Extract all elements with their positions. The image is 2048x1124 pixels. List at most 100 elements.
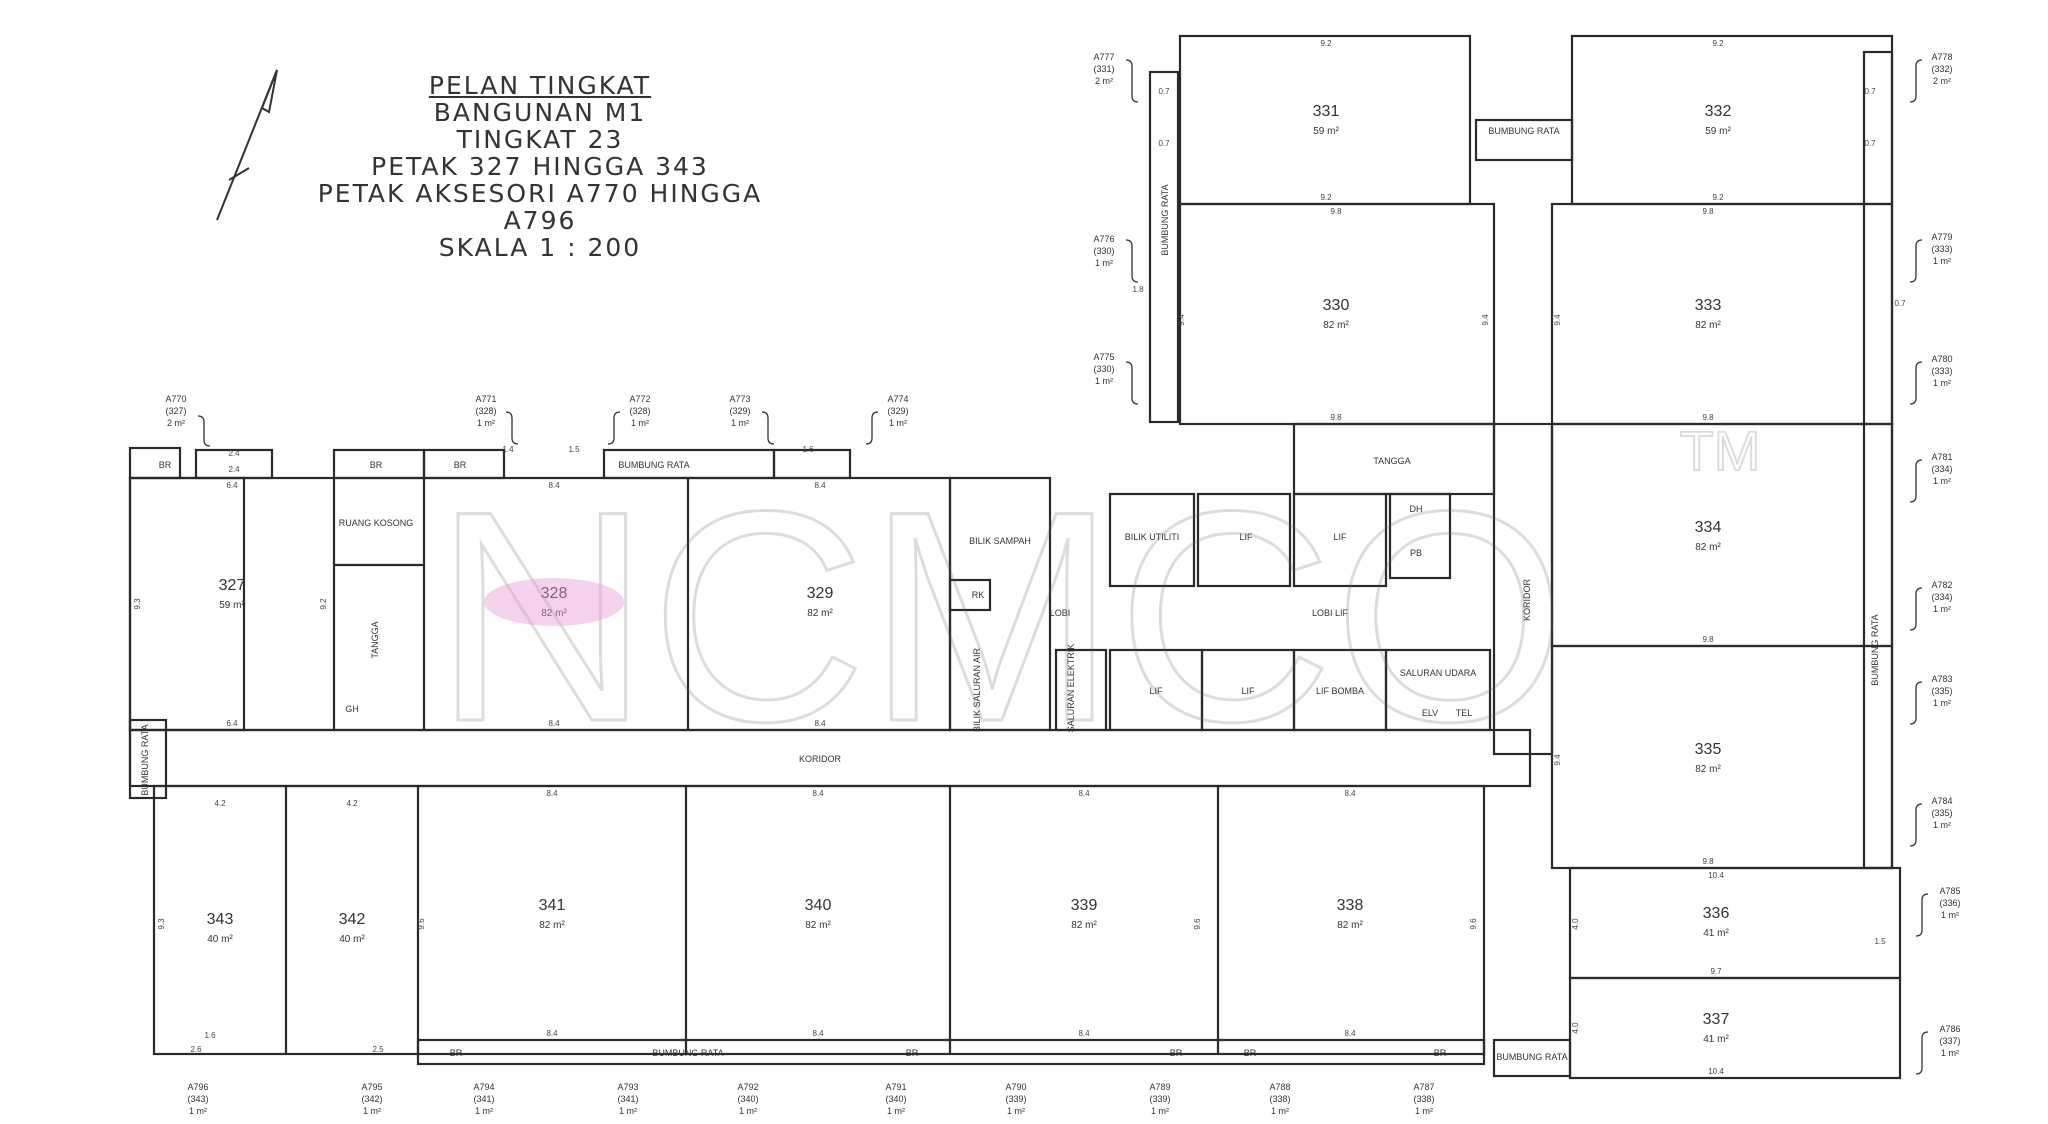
dimension: 0.7 bbox=[1864, 87, 1876, 96]
room-label: PB bbox=[1410, 548, 1422, 558]
unit-number: 342 bbox=[339, 911, 366, 928]
dimension: 1.5 bbox=[568, 445, 580, 454]
unit-area: 82 m² bbox=[1337, 920, 1363, 931]
svg-text:1 m²: 1 m² bbox=[1271, 1106, 1289, 1116]
room-label: BUMBUNG RATA bbox=[1496, 1052, 1567, 1062]
svg-text:1 m²: 1 m² bbox=[1933, 378, 1951, 388]
svg-text:(340): (340) bbox=[737, 1094, 758, 1104]
dimension: 9.7 bbox=[1710, 967, 1722, 976]
dimension: 8.4 bbox=[546, 789, 558, 798]
room-label: LIF bbox=[1239, 532, 1253, 542]
svg-text:1 m²: 1 m² bbox=[619, 1106, 637, 1116]
dimension: 9.4 bbox=[1553, 754, 1562, 766]
north-arrow-icon bbox=[216, 69, 278, 221]
svg-text:(335): (335) bbox=[1931, 686, 1952, 696]
svg-text:A788: A788 bbox=[1269, 1082, 1290, 1092]
svg-text:A780: A780 bbox=[1931, 354, 1952, 364]
svg-text:1 m²: 1 m² bbox=[477, 418, 495, 428]
unit-area: 59 m² bbox=[1705, 126, 1731, 137]
dimension: 9.4 bbox=[1481, 314, 1490, 326]
dimension: 2.5 bbox=[372, 1045, 384, 1054]
svg-text:A790: A790 bbox=[1005, 1082, 1026, 1092]
accessory-tag: A778(332)2 m² bbox=[1931, 52, 1952, 86]
dimension: 9.6 bbox=[1469, 918, 1478, 930]
accessory-tag: A786(337)1 m² bbox=[1939, 1024, 1960, 1058]
room-label: BR bbox=[1434, 1048, 1447, 1058]
room-label: BUMBUNG RATA bbox=[1488, 126, 1559, 136]
highlight-mark bbox=[484, 578, 624, 626]
svg-text:A776: A776 bbox=[1093, 234, 1114, 244]
unit-area: 82 m² bbox=[807, 608, 833, 619]
svg-text:1 m²: 1 m² bbox=[1941, 1048, 1959, 1058]
accessory-tag: A789(339)1 m² bbox=[1149, 1082, 1170, 1116]
svg-text:1 m²: 1 m² bbox=[1941, 910, 1959, 920]
unit-area: 82 m² bbox=[1695, 542, 1721, 553]
dimension: 4.0 bbox=[1571, 918, 1580, 930]
dimension: 8.4 bbox=[812, 789, 824, 798]
unit-number: 333 bbox=[1695, 297, 1722, 314]
svg-text:1 m²: 1 m² bbox=[887, 1106, 905, 1116]
dimension: 9.6 bbox=[417, 918, 426, 930]
accessory-tag: A787(338)1 m² bbox=[1413, 1082, 1434, 1116]
unit-area: 40 m² bbox=[207, 934, 233, 945]
svg-text:A783: A783 bbox=[1931, 674, 1952, 684]
svg-text:A785: A785 bbox=[1939, 886, 1960, 896]
dimension: 0.7 bbox=[1158, 139, 1170, 148]
dimension: 1.5 bbox=[1874, 937, 1886, 946]
svg-text:A779: A779 bbox=[1931, 232, 1952, 242]
svg-text:1 m²: 1 m² bbox=[1933, 604, 1951, 614]
svg-text:(331): (331) bbox=[1093, 64, 1114, 74]
unit-area: 82 m² bbox=[1323, 320, 1349, 331]
accessory-tag: A784(335)1 m² bbox=[1931, 796, 1952, 830]
unit-number: 337 bbox=[1703, 1011, 1730, 1028]
svg-text:A775: A775 bbox=[1093, 352, 1114, 362]
room-label: RUANG KOSONG bbox=[339, 518, 414, 528]
room-label: LIF bbox=[1241, 686, 1255, 696]
room-label: KORIDOR bbox=[799, 754, 842, 764]
room-label: RK bbox=[972, 590, 985, 600]
accessory-tag: A792(340)1 m² bbox=[737, 1082, 758, 1116]
room-label: BR bbox=[906, 1048, 919, 1058]
unit-number: 329 bbox=[807, 585, 834, 602]
unit-number: 343 bbox=[207, 911, 234, 928]
svg-text:1 m²: 1 m² bbox=[363, 1106, 381, 1116]
accessory-labels: A770(327)2 m² A771(328)1 m² A772(328)1 m… bbox=[165, 52, 1960, 1116]
unit-area: 41 m² bbox=[1703, 1034, 1729, 1045]
svg-text:A774: A774 bbox=[887, 394, 908, 404]
dimension: 0.7 bbox=[1894, 299, 1906, 308]
accessory-tag: A795(342)1 m² bbox=[361, 1082, 382, 1116]
title-line: SKALA 1 : 200 bbox=[438, 233, 642, 262]
unit-number: 328 bbox=[541, 585, 568, 602]
unit-number: 331 bbox=[1313, 103, 1340, 120]
dimension: 0.7 bbox=[1158, 87, 1170, 96]
svg-text:(330): (330) bbox=[1093, 246, 1114, 256]
room-label: GH bbox=[345, 704, 359, 714]
room-label: ELV bbox=[1422, 708, 1438, 718]
dimension: 9.2 bbox=[1320, 193, 1332, 202]
room-label: LIF bbox=[1149, 686, 1163, 696]
svg-text:A789: A789 bbox=[1149, 1082, 1170, 1092]
title-line: BANGUNAN M1 bbox=[433, 98, 647, 127]
accessory-tag: A780(333)1 m² bbox=[1931, 354, 1952, 388]
svg-text:A781: A781 bbox=[1931, 452, 1952, 462]
room-label: LOBI bbox=[1050, 608, 1071, 618]
accessory-tag: A796(343)1 m² bbox=[187, 1082, 208, 1116]
svg-text:A773: A773 bbox=[729, 394, 750, 404]
unit-area: 59 m² bbox=[219, 600, 245, 611]
title-line: PELAN TINGKAT bbox=[428, 71, 652, 100]
svg-text:A791: A791 bbox=[885, 1082, 906, 1092]
dimension: 9.2 bbox=[1712, 39, 1724, 48]
unit-area: 40 m² bbox=[339, 934, 365, 945]
unit-area: 82 m² bbox=[539, 920, 565, 931]
svg-text:A784: A784 bbox=[1931, 796, 1952, 806]
svg-text:A793: A793 bbox=[617, 1082, 638, 1092]
dimension: 1.6 bbox=[204, 1031, 216, 1040]
accessory-tag: A793(341)1 m² bbox=[617, 1082, 638, 1116]
svg-text:(334): (334) bbox=[1931, 464, 1952, 474]
svg-text:(337): (337) bbox=[1939, 1036, 1960, 1046]
dimension: 8.4 bbox=[1078, 1029, 1090, 1038]
dimension: 9.3 bbox=[157, 918, 166, 930]
dimension: 9.4 bbox=[1177, 314, 1186, 326]
svg-text:(327): (327) bbox=[165, 406, 186, 416]
